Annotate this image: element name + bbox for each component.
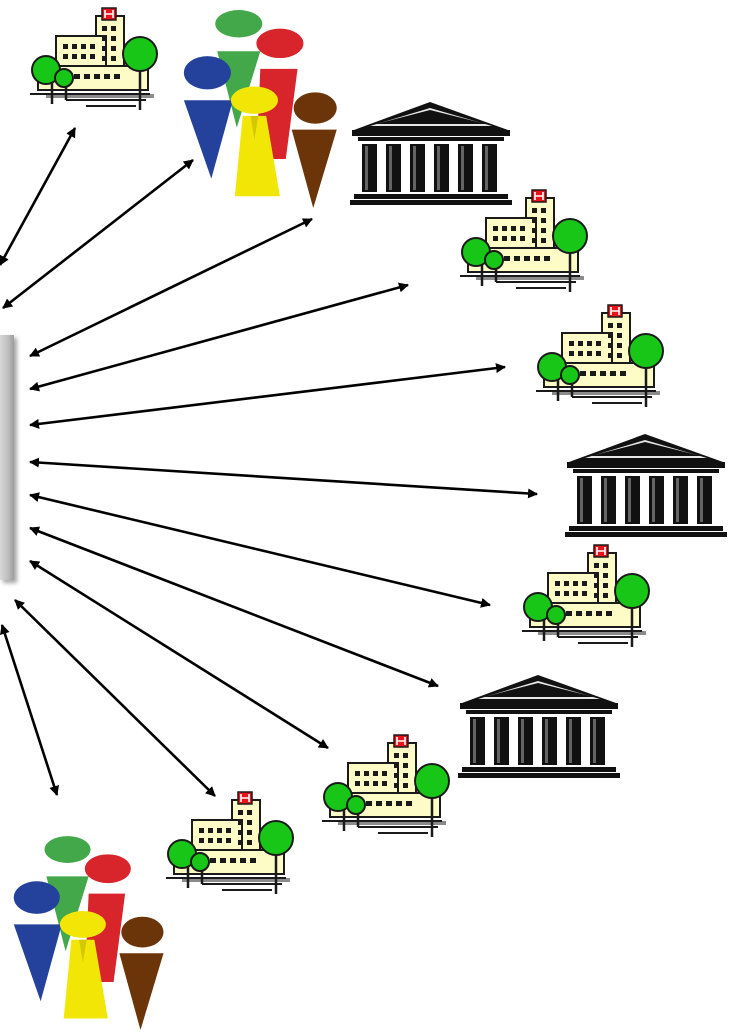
bidirectional-arrow-10 xyxy=(14,599,216,797)
bidirectional-arrow-6 xyxy=(29,457,538,499)
bidirectional-arrow-5 xyxy=(29,363,506,429)
hospital-icon xyxy=(28,6,159,112)
bidirectional-arrow-11 xyxy=(0,624,59,796)
bidirectional-arrow-8 xyxy=(29,526,439,688)
node-icons xyxy=(13,6,727,1030)
bidirectional-arrow-1 xyxy=(0,127,77,266)
bidirectional-arrow-3 xyxy=(29,217,313,358)
hospital-icon xyxy=(458,188,589,294)
bidirectional-arrow-7 xyxy=(29,492,491,608)
hospital-icon xyxy=(534,303,665,409)
connection-arrows xyxy=(0,127,538,797)
bidirectional-arrow-4 xyxy=(29,282,409,392)
bidirectional-arrow-9 xyxy=(29,559,329,750)
temple-icon xyxy=(458,675,620,778)
hospital-icon xyxy=(320,733,451,839)
temple-icon xyxy=(565,434,727,537)
people-group-icon xyxy=(183,10,337,209)
hospital-icon xyxy=(520,543,651,649)
central-hub xyxy=(0,335,14,580)
people-group-icon xyxy=(13,836,164,1030)
temple-icon xyxy=(350,102,512,205)
hospital-icon xyxy=(164,790,295,896)
bidirectional-arrow-2 xyxy=(2,158,194,310)
